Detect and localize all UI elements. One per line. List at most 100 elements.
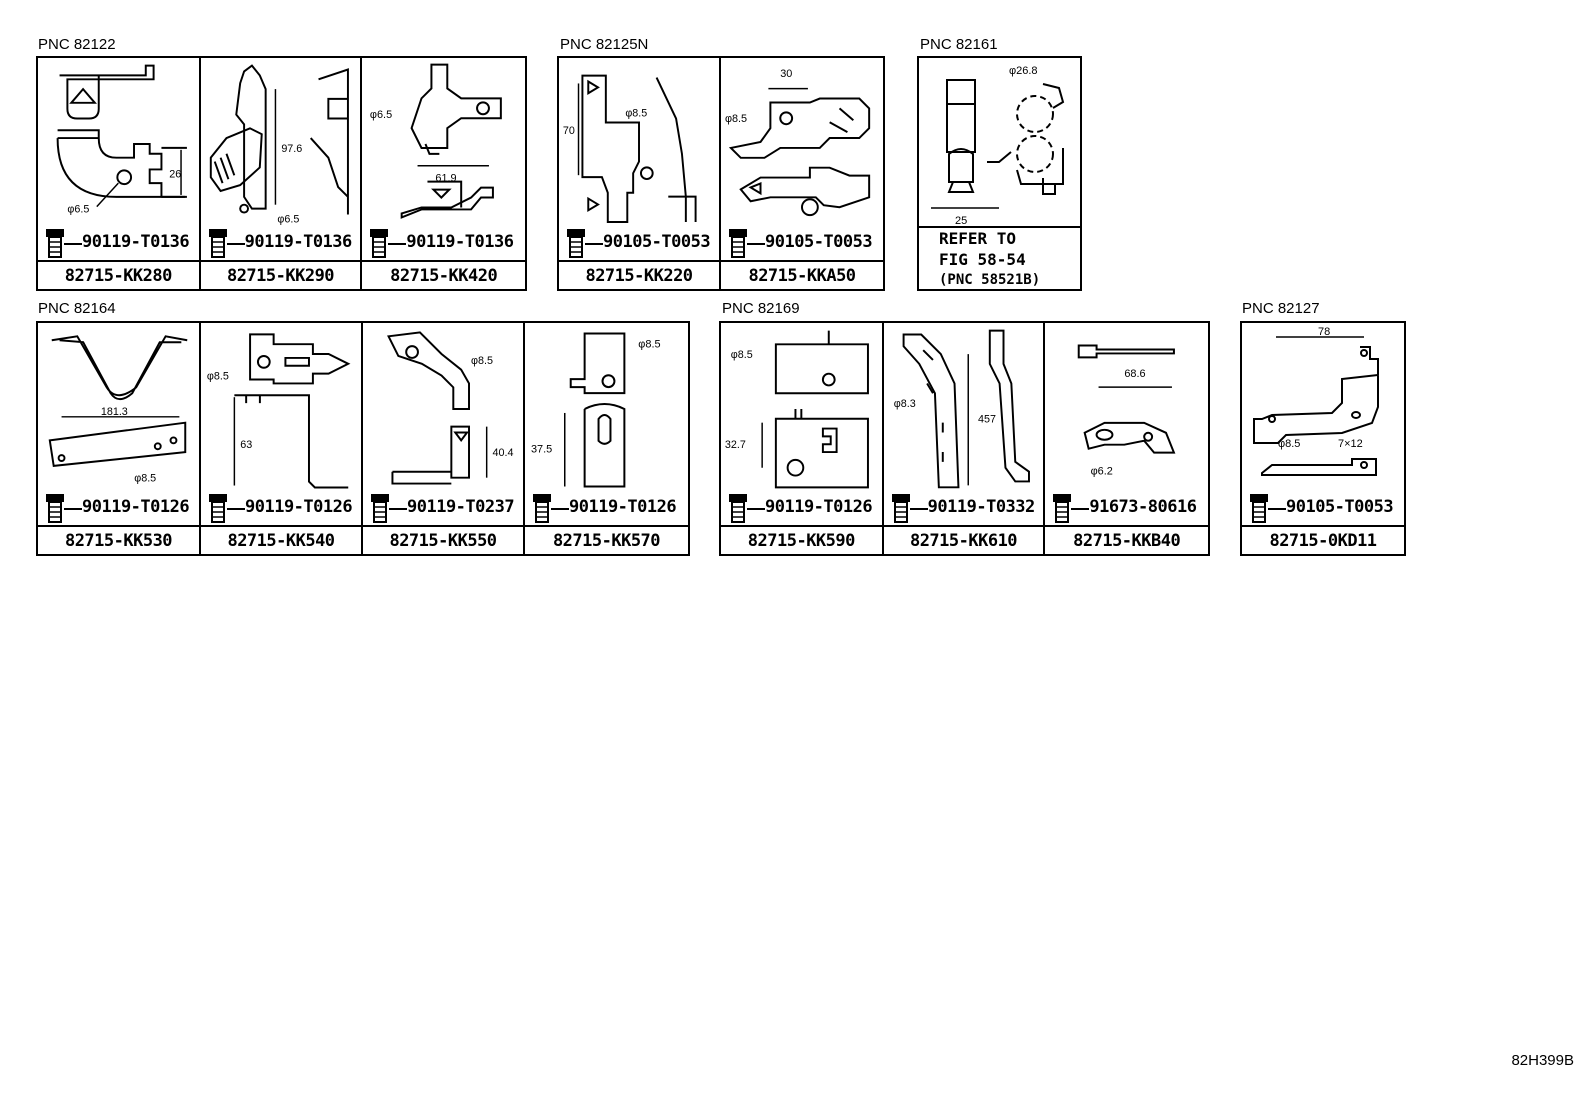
bracket-part-number[interactable]: 82715-KKA50	[721, 260, 883, 289]
pnc-label-82164: PNC 82164	[38, 300, 116, 317]
part-cell-kk290[interactable]: 97.6 φ6.5 90119-T0136 82715-KK290	[200, 58, 363, 289]
dim-hole-label: φ6.5	[277, 213, 299, 225]
bolt-icon	[729, 494, 747, 523]
dim-slot-label: 7×12	[1338, 438, 1363, 450]
bolt-part-number[interactable]: 90119-T0126	[569, 497, 677, 517]
part-cell-kk540[interactable]: φ8.5 63 90119-T0126 82715-KK540	[201, 323, 363, 554]
part-cell-kk420[interactable]: φ6.5 61.9 90119-T0136 82715-KK420	[362, 58, 525, 289]
leader-line	[64, 243, 82, 245]
dim-hole-label: φ8.5	[625, 108, 647, 120]
bolt-icon	[209, 494, 227, 523]
bolt-part-number[interactable]: 90119-T0237	[407, 497, 515, 517]
bolt-callout: 90105-T0053	[1242, 491, 1404, 525]
dim-hole-label: φ8.5	[471, 355, 493, 367]
bolt-part-number[interactable]: 90119-T0126	[765, 497, 873, 517]
dim-32-7-label: 32.7	[725, 439, 746, 451]
part-drawing-kk290: 97.6 φ6.5	[209, 64, 349, 225]
leader-line	[227, 508, 245, 510]
bolt-part-number[interactable]: 90119-T0136	[82, 232, 190, 252]
part-drawing-kka50: 30 φ8.5	[725, 68, 871, 217]
bolt-callout: 90119-T0136	[38, 226, 199, 260]
dim-hole-label: φ6.2	[1091, 465, 1113, 477]
part-cell-kk220[interactable]: 70 φ8.5 90105-T0053 82715-KK220	[559, 58, 722, 289]
bolt-icon	[370, 229, 389, 258]
bolt-part-number[interactable]: 90105-T0053	[1286, 497, 1394, 517]
bolt-icon	[1250, 494, 1268, 523]
part-cell-kk610[interactable]: φ8.3 457 90119-T0332 82715-KK610	[883, 323, 1046, 554]
dim-hole-label: φ8.5	[731, 349, 753, 361]
part-cell-82161[interactable]: φ26.8 25 REFER TO FIG 58-54 (PNC 58521B)	[919, 58, 1080, 289]
part-drawing-kk220: 70 φ8.5	[563, 74, 697, 223]
bolt-callout: 90105-T0053	[559, 226, 719, 260]
part-cell-kk590[interactable]: φ8.5 32.7 90119-T0126 82715-KK590	[721, 323, 884, 554]
bracket-part-number[interactable]: 82715-0KD11	[1242, 525, 1404, 554]
bolt-callout: 90119-T0126	[38, 491, 199, 525]
bracket-part-number[interactable]: 82715-KKB40	[1045, 525, 1208, 554]
leader-line	[585, 243, 603, 245]
bracket-part-number[interactable]: 82715-KK220	[559, 260, 720, 289]
dim-26-label: 26	[169, 168, 181, 180]
leader-line	[226, 243, 245, 245]
bracket-part-number[interactable]: 82715-KK570	[525, 525, 688, 554]
bolt-part-number[interactable]: 91673-80616	[1089, 497, 1197, 517]
bolt-icon	[371, 494, 389, 523]
group-pnc-82164: 181.3 φ8.5 90119-T0126 82715-KK530 φ8.5 …	[36, 321, 690, 556]
leader-line	[389, 508, 407, 510]
dim-hole-label: φ8.5	[725, 113, 747, 125]
bolt-part-number[interactable]: 90105-T0053	[765, 232, 873, 252]
dim-hole-label: φ6.5	[370, 109, 392, 121]
part-drawing-kk280: 26 φ6.5	[56, 64, 187, 216]
bolt-callout: 90105-T0053	[721, 226, 883, 260]
refer-line-3: (PNC 58521B)	[939, 272, 1041, 288]
dim-hole-label: φ8.5	[207, 371, 229, 383]
bracket-part-number[interactable]: 82715-KK550	[363, 525, 523, 554]
pnc-label-82169: PNC 82169	[722, 300, 800, 317]
bracket-part-number[interactable]: 82715-KK540	[201, 525, 361, 554]
bracket-part-number[interactable]: 82715-KK590	[721, 525, 882, 554]
bolt-part-number[interactable]: 90105-T0053	[603, 232, 711, 252]
figure-code: 82H399B	[1511, 1052, 1574, 1069]
leader-line	[551, 508, 569, 510]
pnc-label-82161: PNC 82161	[920, 36, 998, 53]
leader-line	[909, 508, 928, 510]
part-cell-kk280[interactable]: 26 φ6.5 90119-T0136 82715-KK280	[38, 58, 201, 289]
dim-25-label: 25	[955, 215, 967, 226]
bracket-part-number[interactable]: 82715-KK280	[38, 260, 199, 289]
part-cell-kk550[interactable]: φ8.5 40.4 90119-T0237 82715-KK550	[363, 323, 525, 554]
refer-line-2[interactable]: FIG 58-54	[939, 250, 1026, 269]
group-pnc-82169: φ8.5 32.7 90119-T0126 82715-KK590 φ8.3 4…	[719, 321, 1210, 556]
dim-70-label: 70	[563, 125, 575, 137]
part-cell-kkb40[interactable]: 68.6 φ6.2 91673-80616 82715-KKB40	[1045, 323, 1208, 554]
pnc-label-82125n: PNC 82125N	[560, 36, 649, 53]
dim-hole-label: φ8.3	[893, 398, 915, 410]
part-cell-kka50[interactable]: 30 φ8.5 90105-T0053 82715-KKA50	[721, 58, 883, 289]
bracket-part-number[interactable]: 82715-KK290	[200, 260, 361, 289]
bolt-part-number[interactable]: 90119-T0126	[245, 497, 353, 517]
part-cell-0kd11[interactable]: 78 φ8.5 7×12 90105-T0053 82715-0KD11	[1242, 323, 1404, 554]
dim-26-8-label: φ26.8	[1009, 65, 1038, 77]
leader-line	[747, 508, 765, 510]
bolt-part-number[interactable]: 90119-T0332	[927, 497, 1036, 517]
dim-40-4-label: 40.4	[493, 447, 514, 459]
bolt-icon	[567, 229, 585, 258]
part-drawing-0kd11: 78 φ8.5 7×12	[1253, 326, 1379, 476]
part-cell-kk530[interactable]: 181.3 φ8.5 90119-T0126 82715-KK530	[38, 323, 201, 554]
bracket-part-number[interactable]: 82715-KK420	[362, 260, 525, 289]
bolt-icon	[46, 494, 64, 523]
bolt-part-number[interactable]: 90119-T0126	[82, 497, 190, 517]
bolt-callout: 90119-T0136	[201, 226, 361, 260]
bolt-callout: 90119-T0126	[201, 491, 361, 525]
bracket-part-number[interactable]: 82715-KK530	[38, 525, 199, 554]
dim-hole-label: φ8.5	[134, 473, 156, 485]
part-drawing-82161: φ26.8 25	[931, 65, 1065, 226]
dim-hole-label: φ6.5	[67, 204, 89, 216]
bolt-part-number[interactable]: 90119-T0136	[406, 232, 514, 252]
bolt-icon	[729, 229, 748, 258]
group-pnc-82127: 78 φ8.5 7×12 90105-T0053 82715-0KD11	[1240, 321, 1406, 556]
part-drawing-kk550: φ8.5 40.4	[387, 331, 514, 485]
part-cell-kk570[interactable]: φ8.5 37.5 90119-T0126 82715-KK570	[525, 323, 688, 554]
bolt-part-number[interactable]: 90119-T0136	[244, 232, 353, 252]
bracket-part-number[interactable]: 82715-KK610	[883, 525, 1044, 554]
bolt-icon	[1053, 494, 1072, 523]
dim-hole-label: φ8.5	[1278, 438, 1300, 450]
